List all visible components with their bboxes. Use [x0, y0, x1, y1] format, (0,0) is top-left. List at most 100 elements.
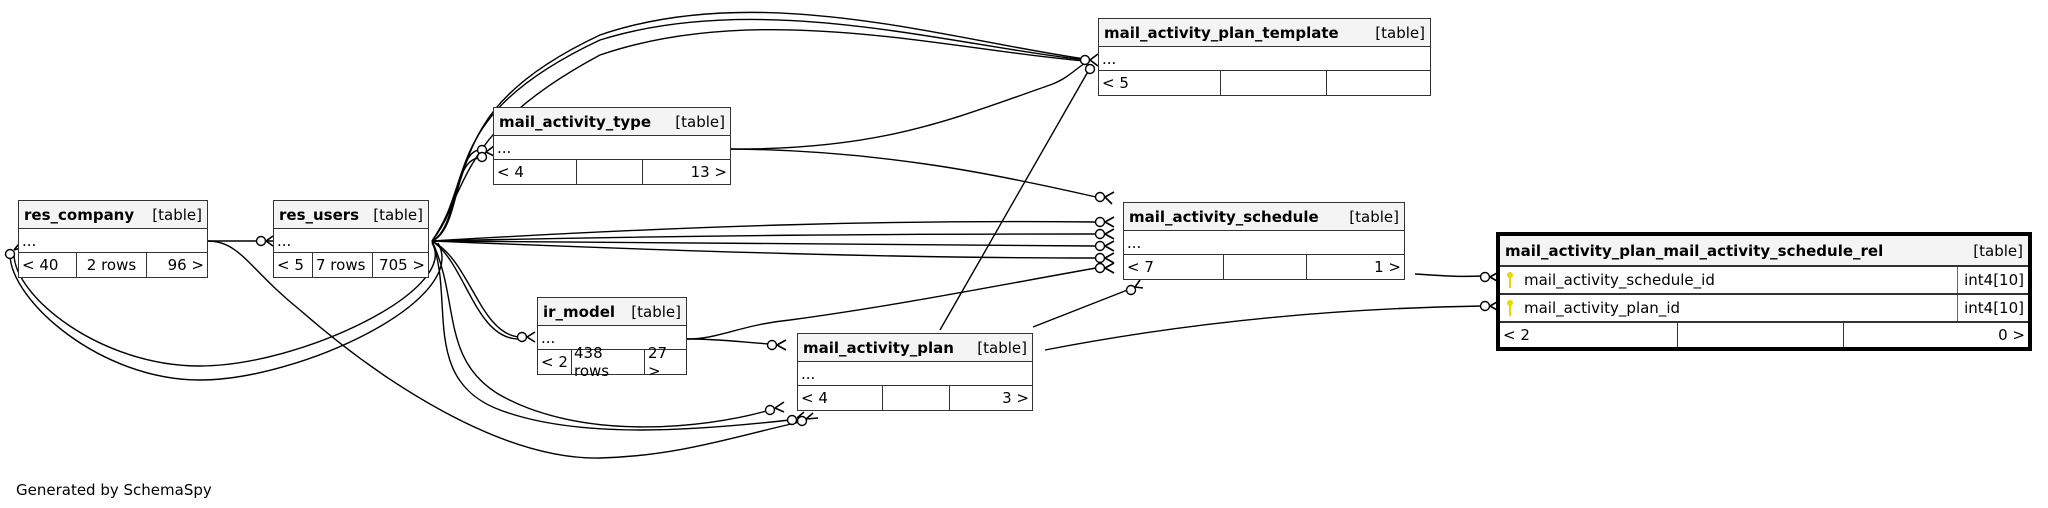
columns-placeholder: ... — [538, 326, 686, 350]
column-type: int4[10] — [1964, 299, 2024, 317]
row-count: 438 rows — [572, 344, 645, 380]
zero-marker — [476, 151, 488, 163]
crowfoot-icon — [1489, 301, 1498, 311]
zero-marker — [4, 248, 16, 260]
crowfoot-icon — [1134, 279, 1144, 289]
parents-count[interactable]: < 2 — [1500, 323, 1678, 347]
zero-marker — [1125, 284, 1137, 296]
table-footer: < 4 3 > — [798, 386, 1032, 410]
children-count[interactable]: 3 > — [1002, 389, 1029, 407]
column-row[interactable]: mail_activity_schedule_id int4[10] — [1500, 267, 2028, 295]
crowfoot-icon — [1089, 53, 1099, 67]
table-mail-activity-schedule[interactable]: mail_activity_schedule [table] ... < 7 1… — [1123, 202, 1405, 280]
parents-count[interactable]: < 4 — [494, 160, 577, 184]
edge-plan-rel[interactable] — [1044, 305, 1483, 351]
children-count[interactable] — [1327, 71, 1430, 95]
table-mail-activity-plan[interactable]: mail_activity_plan [table] ... < 4 3 > — [797, 333, 1033, 411]
table-name[interactable]: mail_activity_schedule — [1129, 207, 1319, 226]
children-count[interactable]: 13 > — [690, 163, 727, 181]
edge-res-company-plan[interactable] — [207, 240, 801, 459]
edge-res-users-plan-1[interactable] — [431, 240, 771, 428]
column-type: int4[10] — [1964, 271, 2024, 289]
edge-res-users-res-company-2[interactable] — [13, 242, 436, 367]
crowfoot-icon — [1489, 272, 1498, 282]
row-count — [1678, 323, 1844, 347]
table-name[interactable]: mail_activity_plan — [803, 338, 954, 357]
edge-schedule-rel[interactable] — [1414, 273, 1483, 278]
crowfoot-icon — [1104, 228, 1115, 240]
table-name[interactable]: res_company — [24, 205, 135, 224]
table-kind: [table] — [1973, 241, 2023, 260]
edge-plan-schedule[interactable] — [1032, 288, 1131, 328]
columns-placeholder: ... — [1099, 47, 1430, 71]
table-name[interactable]: mail_activity_plan_mail_activity_schedul… — [1505, 241, 1884, 260]
children-count[interactable]: 27 > — [648, 344, 668, 380]
table-footer: < 5 — [1099, 71, 1430, 95]
row-count — [577, 160, 643, 184]
table-name[interactable]: res_users — [279, 205, 360, 224]
table-kind: [table] — [1375, 23, 1425, 42]
edge-res-users-ir-model[interactable] — [431, 240, 521, 338]
parents-count[interactable]: < 7 — [1124, 255, 1224, 279]
edge-type-schedule[interactable] — [729, 148, 1097, 198]
table-footer: < 2 0 > — [1500, 323, 2028, 347]
table-res-users[interactable]: res_users [table] ... < 5 7 rows 705 > — [273, 200, 429, 278]
children-count[interactable]: 96 > — [167, 256, 204, 274]
column-name[interactable]: mail_activity_schedule_id — [1524, 271, 1715, 289]
table-header: res_company [table] — [19, 201, 207, 229]
zero-marker — [1479, 300, 1491, 312]
children-count[interactable]: 705 > — [379, 256, 425, 274]
children-count[interactable]: 1 > — [1374, 258, 1401, 276]
table-header: mail_activity_plan_mail_activity_schedul… — [1500, 236, 2028, 267]
edge-res-users-template-1[interactable] — [431, 11, 1086, 242]
table-header: mail_activity_type [table] — [494, 108, 730, 136]
column-row[interactable]: mail_activity_plan_id int4[10] — [1500, 295, 2028, 323]
edge-res-users-schedule-1[interactable] — [431, 220, 1097, 242]
parents-count[interactable]: < 4 — [798, 386, 883, 410]
zero-marker — [796, 415, 808, 427]
table-ir-model[interactable]: ir_model [table] ... < 2 438 rows 27 > — [537, 297, 687, 380]
zero-marker — [786, 414, 798, 426]
column-name[interactable]: mail_activity_plan_id — [1524, 299, 1681, 317]
table-res-company[interactable]: res_company [table] ... < 40 2 rows 96 > — [18, 200, 208, 278]
edge-res-users-plan-2[interactable] — [431, 240, 791, 431]
row-count — [1224, 255, 1307, 279]
crowfoot-icon — [776, 339, 787, 351]
parents-count[interactable]: < 5 — [274, 253, 313, 277]
edge-type-template[interactable] — [729, 61, 1089, 150]
table-header: ir_model [table] — [538, 298, 686, 326]
edge-plan-template[interactable] — [939, 67, 1091, 331]
columns-placeholder: ... — [19, 229, 207, 253]
edge-ir-model-schedule[interactable] — [686, 267, 1097, 340]
parents-count[interactable]: < 2 — [538, 350, 572, 374]
edge-ir-model-plan[interactable] — [686, 338, 771, 345]
table-name[interactable]: mail_activity_plan_template — [1104, 23, 1339, 42]
edge-res-users-res-company[interactable] — [9, 242, 443, 381]
table-header: mail_activity_plan [table] — [798, 334, 1032, 362]
table-mail-activity-plan-mail-activity-schedule-rel[interactable]: mail_activity_plan_mail_activity_schedul… — [1496, 232, 2032, 351]
edge-res-users-schedule-4[interactable] — [431, 240, 1097, 259]
table-header: mail_activity_schedule [table] — [1124, 203, 1404, 231]
crowfoot-icon — [796, 411, 819, 420]
children-count[interactable]: 0 > — [1998, 326, 2025, 344]
crowfoot-icon — [1104, 216, 1115, 228]
edge-res-users-ir-model-2[interactable] — [431, 240, 519, 340]
edge-res-users-schedule-2[interactable] — [431, 233, 1097, 242]
table-mail-activity-plan-template[interactable]: mail_activity_plan_template [table] ... … — [1098, 18, 1431, 96]
table-name[interactable]: ir_model — [543, 302, 616, 321]
row-count — [1221, 71, 1327, 95]
zero-marker — [766, 339, 778, 351]
edge-res-users-template-2[interactable] — [431, 18, 1086, 242]
table-name[interactable]: mail_activity_type — [499, 112, 652, 131]
table-kind: [table] — [977, 338, 1027, 357]
edge-res-users-template-3[interactable] — [431, 28, 1086, 242]
table-kind: [table] — [373, 205, 423, 224]
table-footer: < 7 1 > — [1124, 255, 1404, 279]
crowfoot-icon — [1104, 240, 1115, 252]
table-footer: < 2 438 rows 27 > — [538, 344, 686, 380]
columns-placeholder: ... — [274, 229, 428, 253]
table-mail-activity-type[interactable]: mail_activity_type [table] ... < 4 13 > — [493, 107, 731, 185]
parents-count[interactable]: < 5 — [1099, 71, 1221, 95]
parents-count[interactable]: < 40 — [19, 253, 77, 277]
